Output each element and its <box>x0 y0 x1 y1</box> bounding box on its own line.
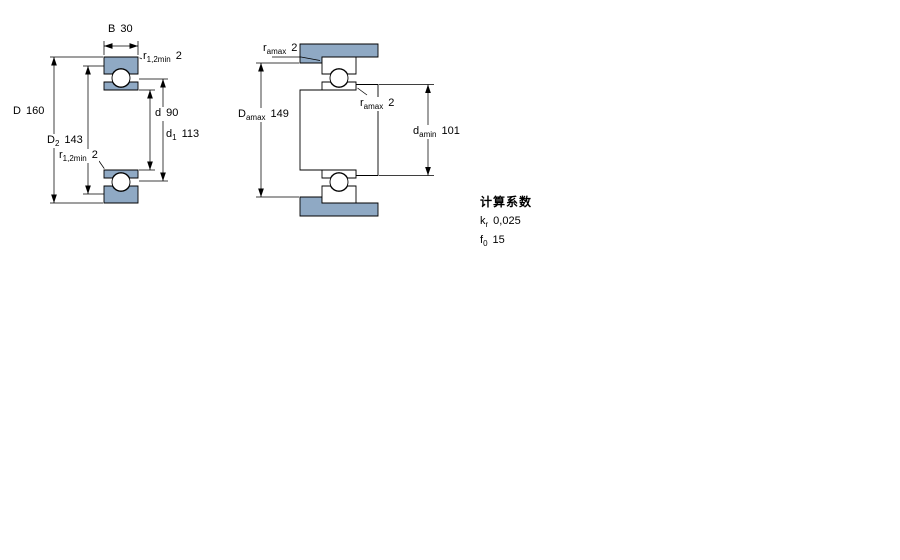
dim-subscript: amax <box>266 47 287 57</box>
leader-ra-top <box>272 56 321 61</box>
ghost-inner-ring-top <box>321 81 357 91</box>
dim-label-B: B 30 <box>107 23 134 38</box>
dim-symbol: r <box>143 50 147 62</box>
dim-value: 143 <box>64 134 83 146</box>
dim-label-r12min-top: r1,2min 2 <box>142 50 183 65</box>
right-figure-abutments <box>256 43 434 217</box>
ball-bottom <box>111 172 131 192</box>
dim-ext-d1 <box>139 78 168 182</box>
dim-ext-D <box>50 56 103 204</box>
dim-label-d: d 90 <box>154 107 180 122</box>
factor-subscript: 0 <box>483 239 488 249</box>
factor-subscript: r <box>485 220 489 230</box>
dim-symbol: r <box>59 149 63 161</box>
inner-ring-bottom <box>103 169 139 179</box>
dim-ext-damin <box>379 84 434 176</box>
factor-value: 15 <box>492 234 505 247</box>
outer-ring-top <box>103 56 139 75</box>
dim-value: 90 <box>166 107 179 119</box>
dim-symbol: d <box>155 107 162 119</box>
dim-label-D: D 160 <box>12 105 46 120</box>
factor-row-kr: kr 0,025 <box>480 215 532 229</box>
dim-subscript: 1,2min <box>62 154 87 164</box>
dim-value: 101 <box>441 125 460 137</box>
outer-ring-bottom <box>103 185 139 204</box>
dim-symbol: d <box>166 128 173 140</box>
dim-subscript: 1 <box>172 133 177 143</box>
left-figure-bearing-section <box>50 41 168 204</box>
dim-value: 113 <box>181 128 200 140</box>
dim-value: 2 <box>175 50 182 62</box>
dim-symbol: D <box>238 108 246 120</box>
dim-ext-D2 <box>83 65 104 195</box>
dim-symbol: D <box>47 134 55 146</box>
dim-value: 160 <box>25 105 45 117</box>
dim-symbol: r <box>360 97 364 109</box>
calculation-factors-heading: 计算系数 <box>480 195 533 209</box>
ghost-outer-ring-top <box>321 56 357 75</box>
dim-ext-Damax <box>256 62 299 198</box>
dim-label-Damax: Damax 149 <box>237 108 290 123</box>
dim-subscript: 2 <box>54 139 60 149</box>
dim-symbol: r <box>263 42 267 54</box>
factor-symbol: k <box>480 215 486 227</box>
dim-subscript: amax <box>363 102 384 112</box>
dim-subscript: amax <box>245 113 266 123</box>
inner-ring-top <box>103 81 139 91</box>
calculation-factors-block: 计算系数 kr 0,025 f0 15 <box>480 193 532 248</box>
dim-label-d1: d1 113 <box>165 128 201 143</box>
ghost-ball-bottom <box>329 172 349 192</box>
dim-label-D2: D2 143 <box>46 134 84 149</box>
dim-value: 2 <box>91 149 98 161</box>
leader-ra-mid <box>357 87 368 96</box>
dim-symbol: D <box>13 105 21 117</box>
dim-value: 2 <box>291 42 298 54</box>
ghost-ball-top <box>329 68 349 88</box>
factor-value: 0,025 <box>493 215 521 227</box>
dim-value: 2 <box>388 97 395 109</box>
dim-label-damin: damin 101 <box>412 125 461 140</box>
ghost-outer-ring-bottom <box>321 185 357 204</box>
dim-subscript: amin <box>419 130 437 140</box>
dim-label-ramax-mid: ramax 2 <box>359 97 396 112</box>
dim-value: 149 <box>270 108 289 120</box>
leader-r-bottom <box>98 160 105 169</box>
dim-ext-d <box>139 89 155 171</box>
factor-row-f0: f0 15 <box>480 234 532 248</box>
dim-label-r12min-bottom: r1,2min 2 <box>58 149 99 164</box>
ball-top <box>111 68 131 88</box>
dim-label-ramax-top: ramax 2 <box>262 42 299 57</box>
factor-symbol: f <box>480 234 484 247</box>
dim-ext-B <box>103 41 139 55</box>
dim-value: 30 <box>120 23 133 35</box>
ghost-inner-ring-bottom <box>321 169 357 179</box>
dim-symbol: d <box>413 125 420 137</box>
dim-symbol: B <box>108 23 116 35</box>
dim-subscript: 1,2min <box>146 55 171 65</box>
